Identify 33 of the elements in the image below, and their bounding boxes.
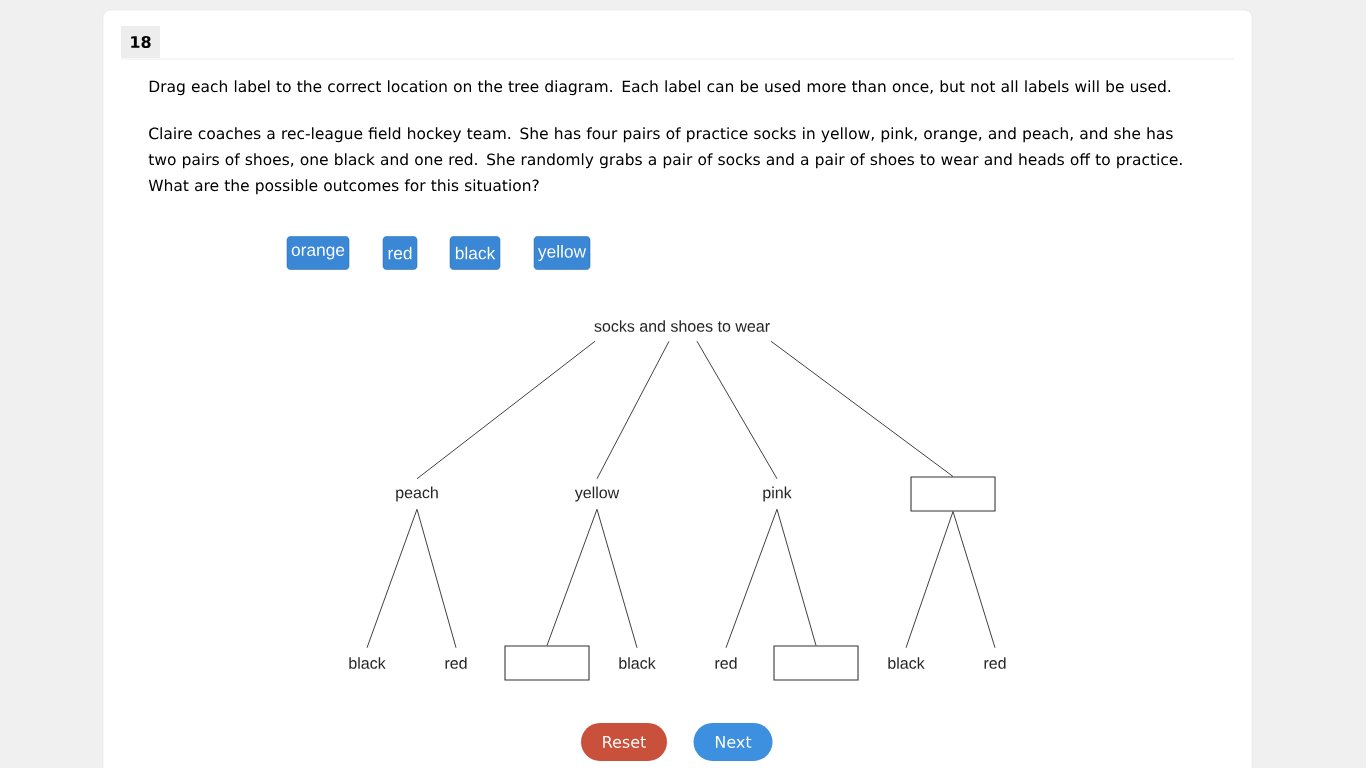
answer-box [910,476,996,512]
tree-branch [776,508,817,646]
tree-branch [952,511,996,649]
tree-branch [596,340,670,480]
tree-label: yellow [574,486,620,502]
tree-label: pink [763,486,792,502]
tree-label: socks and shoes to wear [594,320,770,332]
tree-branch [770,340,954,477]
label-chip: black [449,236,501,270]
tree-branch [905,511,954,649]
answer-box [773,645,859,681]
tree-branch [696,340,778,480]
tree-label: peach [396,486,438,502]
tree-label: black [619,657,656,669]
tree-label: black [349,657,386,669]
tree-label: red [445,657,467,669]
tree-branch [416,340,596,480]
label-chip: orange [286,236,350,270]
tree-branch [596,508,638,649]
tree-label: red [984,657,1006,669]
tree-branch [546,508,598,646]
label-chip: red [382,236,418,270]
next-button: Next [693,723,773,761]
tree-branch [366,508,418,649]
tree-branch [416,508,457,649]
tree-label: black [888,657,925,669]
question-text: Claire coaches a rec-league field hockey team. She has four pairs of practice socks in yellow, pink, orange, and peach, and she has two pairs of shoes, one black and one red. She randomly grabs a pair of socks and a pair of shoes to wear and heads off to practice. What are the possible outcomes for this situation? [148,127,1182,195]
label-chip: yellow [533,236,591,270]
tree-label: red [715,657,737,669]
instruction-text: Drag each label to the correct location on the tree diagram. Each label can be used more than once, but not all labels will be used. [149,80,1171,96]
question-number: 18 [121,26,160,58]
tree-branch [725,508,778,649]
answer-box [504,645,590,681]
